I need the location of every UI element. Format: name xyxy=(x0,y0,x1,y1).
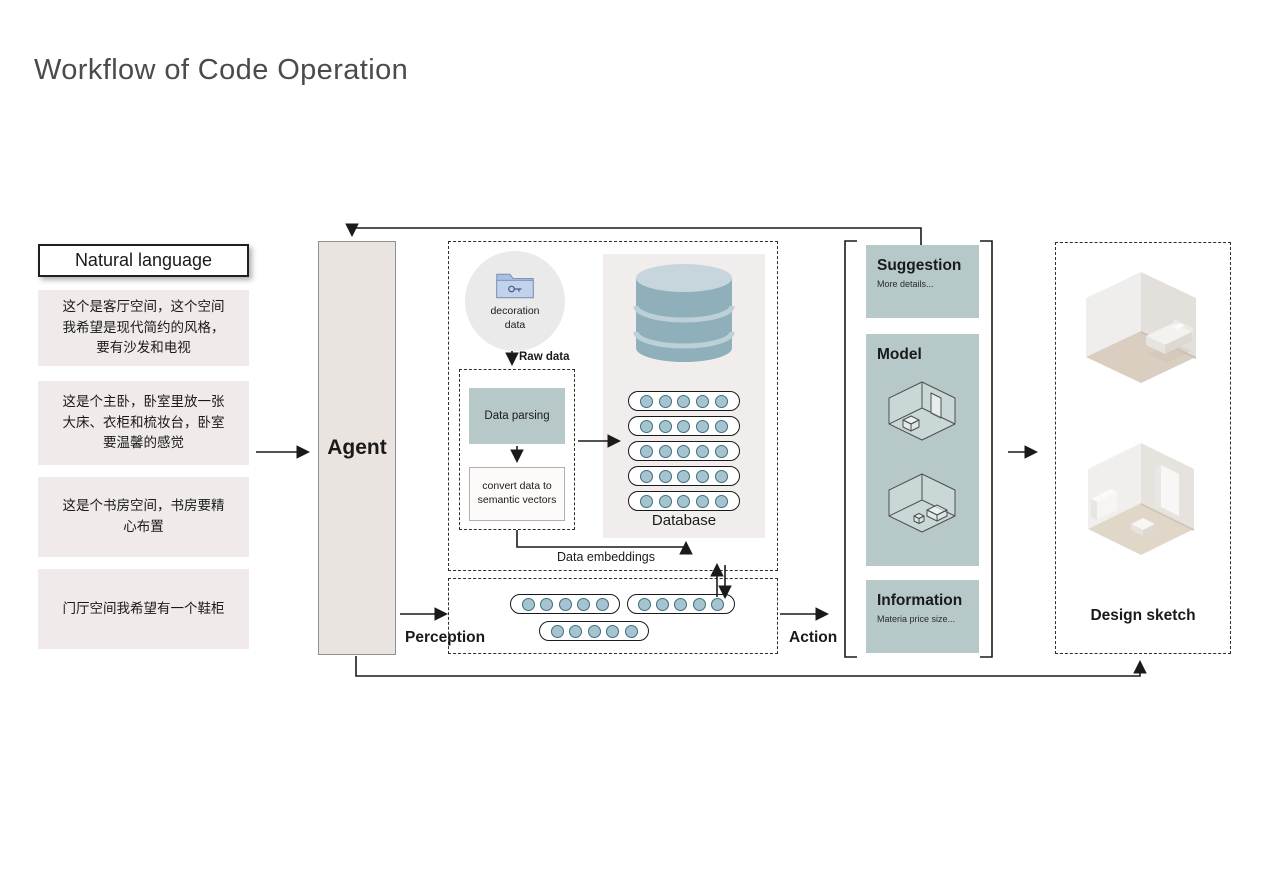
model-wireframe-room-2 xyxy=(888,473,956,533)
nl-item-bedroom: 这是个主卧，卧室里放一张 大床、衣柜和梳妆台，卧室 要温馨的感觉 xyxy=(38,381,249,465)
embedding-token xyxy=(715,394,729,408)
data-parsing-box: Data parsing xyxy=(469,388,565,444)
suggestion-title: Suggestion xyxy=(877,257,962,274)
decoration-data-node: decoration data xyxy=(465,251,565,351)
embedding-token xyxy=(569,624,582,638)
embedding-row xyxy=(628,391,740,411)
embedding-token xyxy=(696,444,710,458)
parsing-container xyxy=(459,369,575,530)
information-subtitle: Materia price size... xyxy=(877,614,956,624)
embedding-token xyxy=(558,597,572,611)
embedding-token xyxy=(521,597,535,611)
raw-data-label: Raw data xyxy=(519,351,570,363)
embedding-token xyxy=(624,624,638,638)
embedding-token xyxy=(639,394,653,408)
embedding-token xyxy=(674,597,688,611)
model-title: Model xyxy=(877,346,922,363)
embedding-row xyxy=(627,594,735,614)
embedding-row xyxy=(628,466,740,486)
embedding-token xyxy=(658,444,672,458)
embedding-token xyxy=(540,597,553,611)
embedding-token xyxy=(658,494,672,508)
embedding-token xyxy=(658,419,672,433)
working-memory-container xyxy=(448,578,778,654)
embedding-token xyxy=(710,597,724,611)
embedding-token xyxy=(696,469,710,483)
natural-language-header: Natural language xyxy=(38,244,249,277)
perception-label: Perception xyxy=(405,629,486,646)
embedding-token xyxy=(658,394,672,408)
embedding-token xyxy=(715,444,729,458)
embedding-token xyxy=(692,597,706,611)
information-box: Information Materia price size... xyxy=(866,580,979,653)
suggestion-box: Suggestion More details... xyxy=(866,245,979,318)
design-sketch-label: Design sketch xyxy=(1090,607,1196,624)
design-sketch-container xyxy=(1055,242,1231,654)
nl-item-hall: 门厅空间我希望有一个鞋柜 xyxy=(38,569,249,649)
embedding-token xyxy=(587,624,601,638)
embedding-token xyxy=(696,494,710,508)
folder-icon xyxy=(496,274,534,299)
decoration-data-label: decoration data xyxy=(490,305,540,331)
nl-item-living-room: 这个是客厅空间，这个空间 我希望是现代简约的风格， 要有沙发和电视 xyxy=(38,290,249,366)
database-icon xyxy=(633,264,735,362)
embedding-token xyxy=(606,624,619,638)
embedding-token xyxy=(715,494,729,508)
bracket-left xyxy=(844,240,857,658)
convert-box: convert data to semantic vectors xyxy=(469,467,565,521)
embedding-token xyxy=(595,597,609,611)
embedding-token xyxy=(677,419,691,433)
embedding-token xyxy=(639,444,653,458)
agent-box: Agent xyxy=(318,241,396,655)
embedding-token xyxy=(656,597,670,611)
embedding-token xyxy=(677,494,691,508)
embedding-token xyxy=(677,394,691,408)
embedding-token xyxy=(550,624,564,638)
embedding-token xyxy=(639,469,653,483)
embedding-row xyxy=(510,594,620,614)
database-label: Database xyxy=(651,512,717,529)
nl-item-study: 这是个书房空间，书房要精 心布置 xyxy=(38,477,249,557)
embedding-token xyxy=(639,494,653,508)
action-label: Action xyxy=(789,629,838,646)
embedding-token xyxy=(715,469,729,483)
embedding-token xyxy=(715,419,729,433)
embedding-token xyxy=(639,419,653,433)
bracket-right xyxy=(980,240,993,658)
embedding-row xyxy=(628,491,740,511)
arrow-agent-to-sketch xyxy=(355,656,1147,677)
embedding-token xyxy=(677,469,691,483)
page-title: Workflow of Code Operation xyxy=(34,54,409,86)
embedding-row xyxy=(628,441,740,461)
suggestion-subtitle: More details... xyxy=(877,279,934,289)
embedding-row xyxy=(539,621,649,641)
db-embedding-rows xyxy=(628,391,740,516)
hallway-render xyxy=(1088,443,1194,555)
embedding-token xyxy=(658,469,672,483)
bedroom-render xyxy=(1086,272,1196,383)
embedding-token xyxy=(677,444,691,458)
embedding-token xyxy=(638,597,652,611)
embedding-token xyxy=(577,597,590,611)
embedding-token xyxy=(696,394,710,408)
data-embeddings-label: Data embeddings xyxy=(557,550,655,564)
information-title: Information xyxy=(877,592,963,609)
embedding-token xyxy=(696,419,710,433)
embedding-row xyxy=(628,416,740,436)
model-wireframe-room-1 xyxy=(888,381,956,441)
model-box: Model xyxy=(866,334,979,566)
